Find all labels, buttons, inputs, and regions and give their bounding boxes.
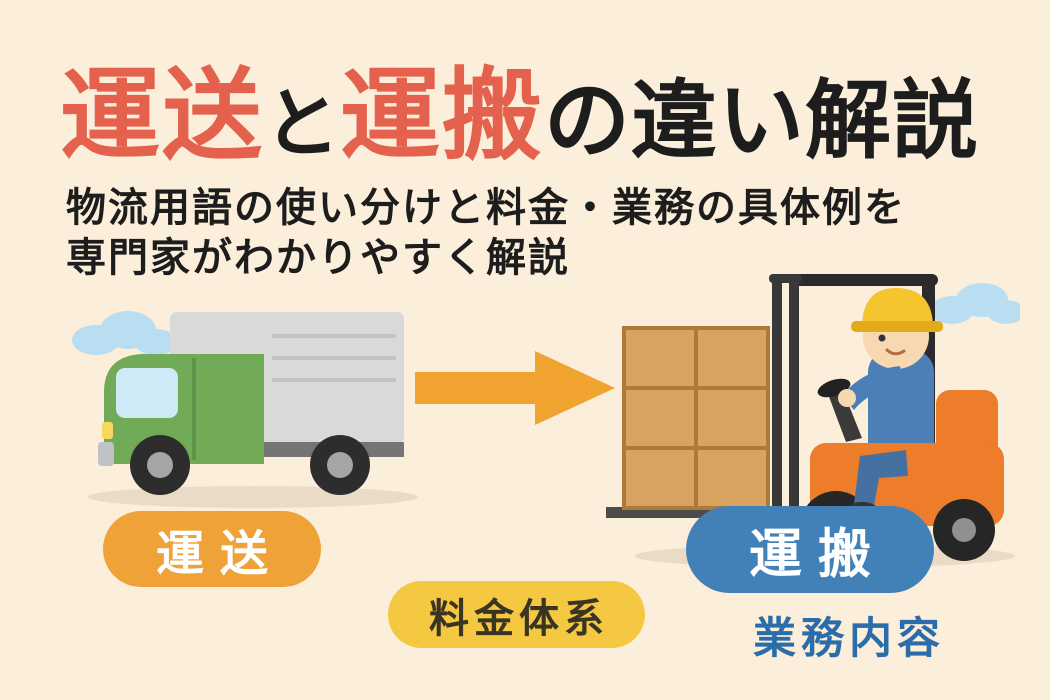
right-arrow-icon [415, 351, 615, 425]
title-term-unso: 運送 [60, 60, 264, 172]
cardboard-boxes [622, 326, 770, 510]
subtitle: 物流用語の使い分けと料金・業務の具体例を 専門家がわかりやすく解説 [66, 183, 906, 283]
truck-shadow [88, 486, 418, 508]
pricing-label: 料金体系 [388, 581, 645, 648]
title-connector: と [264, 82, 340, 167]
cloud-icon [930, 283, 1020, 324]
safety-helmet [862, 288, 933, 328]
page-title: 運送 と 運搬 の違い解説 [60, 34, 979, 179]
truck-wheels [130, 435, 370, 495]
forklift-mast [769, 274, 802, 523]
truck-cab [98, 354, 264, 466]
subtitle-line-1: 物流用語の使い分けと料金・業務の具体例を [66, 186, 906, 230]
unpan-label: 運搬 [686, 506, 934, 593]
fork-blade [606, 507, 798, 518]
operator-arm [838, 366, 904, 410]
title-term-unpan: 運搬 [340, 60, 544, 172]
cloud-icon [72, 311, 178, 355]
subtitle-line-2: 専門家がわかりやすく解説 [66, 236, 570, 280]
work-content-label: 業務内容 [753, 615, 945, 663]
truck-illustration [72, 311, 418, 508]
title-suffix: の違い解説 [544, 73, 979, 169]
unso-label: 運送 [103, 511, 321, 587]
